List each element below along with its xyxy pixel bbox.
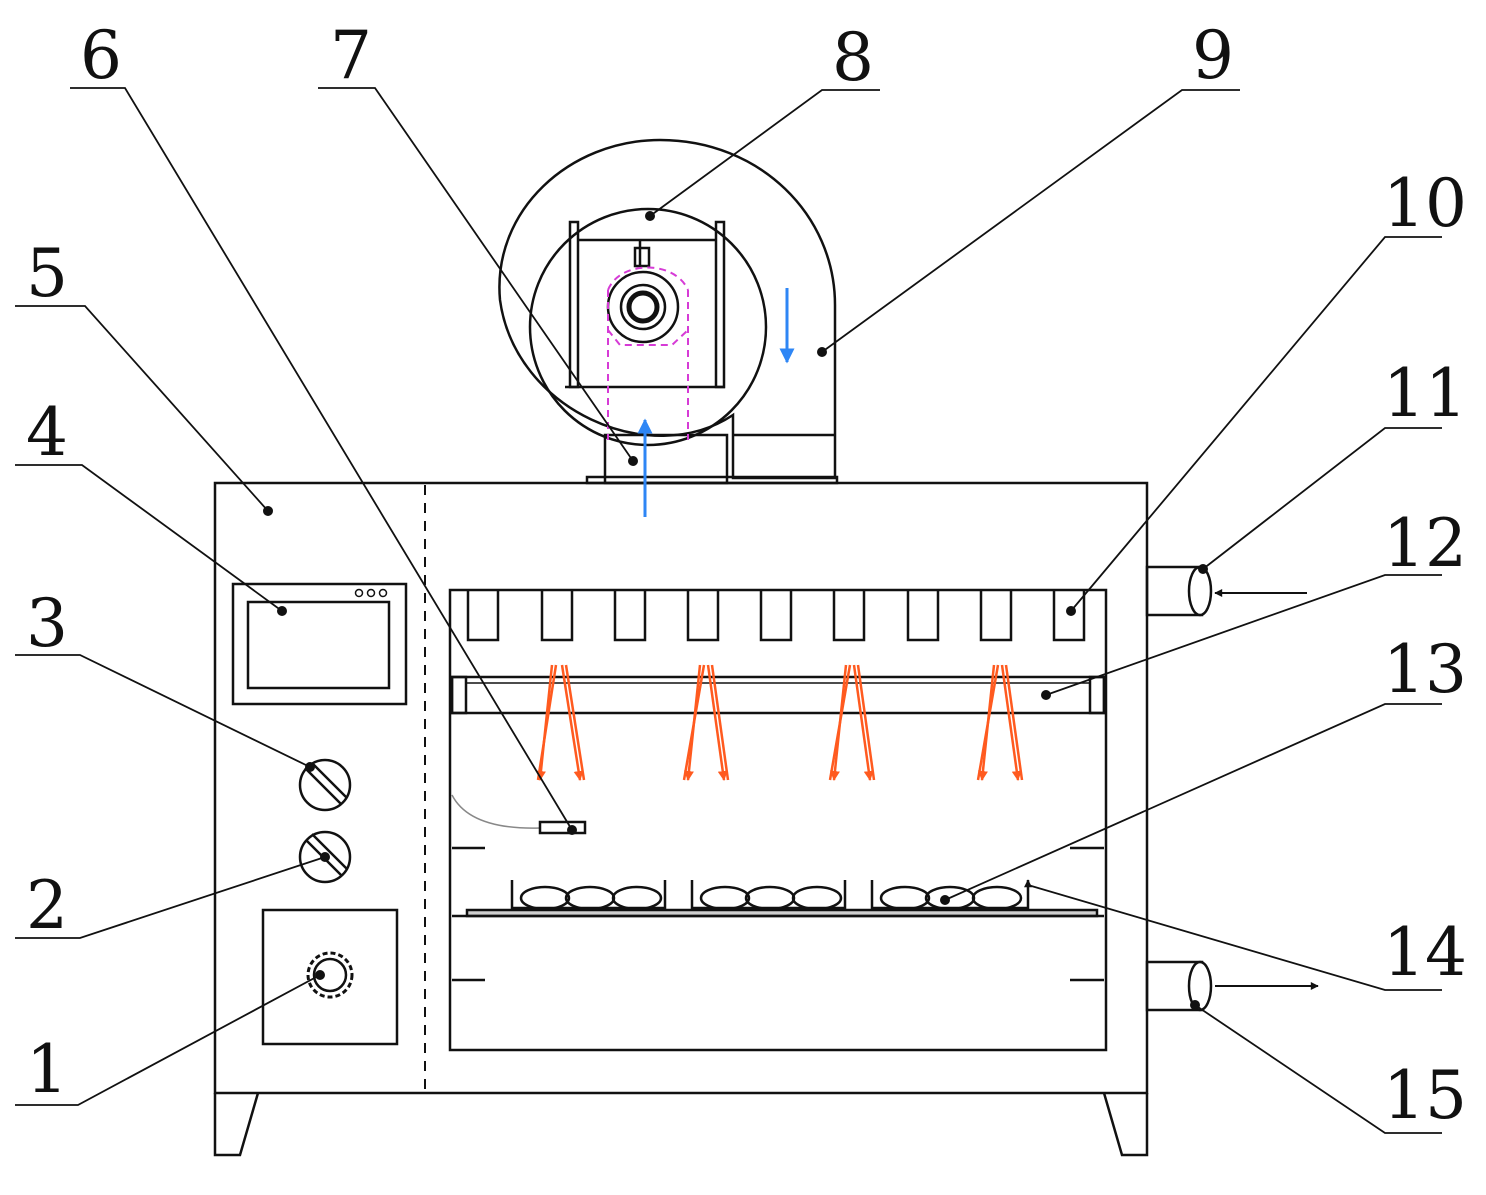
callout-13: 13 xyxy=(1383,631,1467,708)
callout-5: 5 xyxy=(26,235,68,312)
callout-14: 14 xyxy=(1383,914,1467,991)
callout-7: 7 xyxy=(330,17,372,94)
left-leg xyxy=(213,1092,260,1157)
callout-15: 15 xyxy=(1383,1057,1467,1134)
callout-12: 12 xyxy=(1383,505,1467,582)
callout-4: 4 xyxy=(26,394,68,471)
callout-3: 3 xyxy=(26,585,68,662)
callout-10: 10 xyxy=(1383,165,1467,242)
display-screen-frame xyxy=(231,582,408,706)
display-screen xyxy=(246,600,391,690)
power-switch-box xyxy=(261,908,399,1046)
motor-icon xyxy=(606,270,680,344)
callout-8: 8 xyxy=(832,19,874,96)
drying-chamber xyxy=(448,588,1108,1052)
callout-1: 1 xyxy=(26,1031,68,1108)
callout-6: 6 xyxy=(80,17,122,94)
cabinet-body xyxy=(213,481,1149,1095)
right-leg xyxy=(1102,1092,1149,1157)
callout-11: 11 xyxy=(1383,355,1467,432)
knob-3-icon xyxy=(298,758,352,812)
temperature-sensor xyxy=(538,820,587,835)
callout-9: 9 xyxy=(1192,17,1234,94)
impeller xyxy=(528,207,768,447)
callout-2: 2 xyxy=(26,867,68,944)
blower-housing xyxy=(498,138,837,480)
